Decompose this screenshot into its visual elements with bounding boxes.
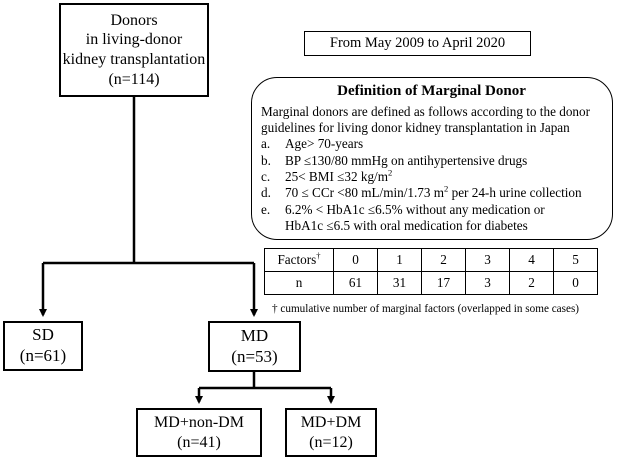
count-1: 31 xyxy=(377,271,422,295)
criterion-c: c. 25< BMI ≤32 kg/m2 xyxy=(261,167,602,185)
factors-label: Factors xyxy=(277,252,317,267)
md-nondm-box: MD+non-DM (n=41) xyxy=(136,408,262,457)
factor-col-0: 0 xyxy=(333,248,378,272)
sd-label: SD xyxy=(32,325,54,345)
donors-box-count: (n=114) xyxy=(108,70,160,88)
donors-box-line2: in living-donor xyxy=(85,31,183,49)
definition-intro: Marginal donors are defined as follows a… xyxy=(261,103,590,135)
criterion-superscript: 2 xyxy=(387,167,393,178)
criterion-letter: b. xyxy=(261,152,271,168)
factor-col-4: 4 xyxy=(509,248,554,272)
sd-box: SD (n=61) xyxy=(3,321,83,371)
criterion-letter: c. xyxy=(261,169,271,185)
md-count: (n=53) xyxy=(231,346,278,366)
factor-col-2: 2 xyxy=(421,248,466,272)
criterion-letter: d. xyxy=(261,185,271,201)
period-box: From May 2009 to April 2020 xyxy=(304,31,531,56)
criterion-text: 6.2% < HbA1c ≤6.5% without any medicatio… xyxy=(285,201,545,217)
md-nondm-count: (n=41) xyxy=(177,433,221,451)
factors-header-row: Factors† 0 1 2 3 4 5 xyxy=(264,248,598,272)
footnote-text: cumulative number of marginal factors (o… xyxy=(277,303,580,315)
definition-box: Definition of Marginal Donor Marginal do… xyxy=(251,77,613,240)
definition-title: Definition of Marginal Donor xyxy=(337,83,526,99)
md-box: MD (n=53) xyxy=(208,321,301,372)
md-dm-box: MD+DM (n=12) xyxy=(285,408,377,457)
period-text: From May 2009 to April 2020 xyxy=(329,35,506,51)
factors-header-label: Factors† xyxy=(264,248,334,272)
factor-col-5: 5 xyxy=(553,248,598,272)
criterion-text-line2: HbA1c ≤6.5 with oral medication for diab… xyxy=(285,218,528,234)
definition-criteria-list: a. Age> 70-years b. BP ≤130/80 mmHg on ant… xyxy=(261,136,602,234)
donors-box: Donors in living-donor kidney transplant… xyxy=(59,3,209,97)
footnote-dagger: † xyxy=(272,303,278,315)
md-dm-label: MD+DM xyxy=(300,413,362,431)
sd-count: (n=61) xyxy=(19,346,67,365)
factor-col-3: 3 xyxy=(465,248,510,272)
criterion-letter: e. xyxy=(261,201,271,217)
criterion-a: a. Age> 70-years xyxy=(261,136,602,152)
criterion-text: Age> 70-years xyxy=(285,136,364,152)
factors-count-row: n 61 31 17 3 2 0 xyxy=(264,271,598,295)
donors-box-line3: kidney transplantation xyxy=(62,51,206,68)
md-label: MD xyxy=(240,325,269,345)
md-dm-count: (n=12) xyxy=(309,433,353,451)
dagger-mark: † xyxy=(316,250,321,261)
count-0: 61 xyxy=(333,271,378,295)
criterion-text-suffix: per 24-h urine collection xyxy=(448,185,582,201)
factors-table: Factors† 0 1 2 3 4 5 n 61 31 17 3 2 0 xyxy=(264,248,598,295)
criterion-text: 70 ≤ CCr <80 mL/min/1.73 m xyxy=(285,185,445,201)
md-nondm-label: MD+non-DM xyxy=(154,413,244,431)
donors-box-line1: Donors xyxy=(110,11,158,29)
criterion-text: BP ≤130/80 mmHg on antihypertensive drug… xyxy=(285,152,528,168)
count-2: 17 xyxy=(421,271,466,295)
count-3: 3 xyxy=(465,271,510,295)
criterion-e: e. 6.2% < HbA1c ≤6.5% without any medicat… xyxy=(261,202,602,235)
criterion-text: 25< BMI ≤32 kg/m xyxy=(285,169,388,185)
footnote: † cumulative number of marginal factors … xyxy=(272,303,579,315)
criterion-superscript: 2 xyxy=(444,184,449,194)
count-5: 0 xyxy=(553,271,598,295)
factor-col-1: 1 xyxy=(377,248,422,272)
count-4: 2 xyxy=(509,271,554,295)
criterion-letter: a. xyxy=(261,136,271,152)
count-row-label: n xyxy=(264,271,334,295)
criterion-d: d. 70 ≤ CCr <80 mL/min/1.73 m2 per 24-h u… xyxy=(261,185,602,201)
criterion-b: b. BP ≤130/80 mmHg on antihypertensive dr… xyxy=(261,153,602,169)
